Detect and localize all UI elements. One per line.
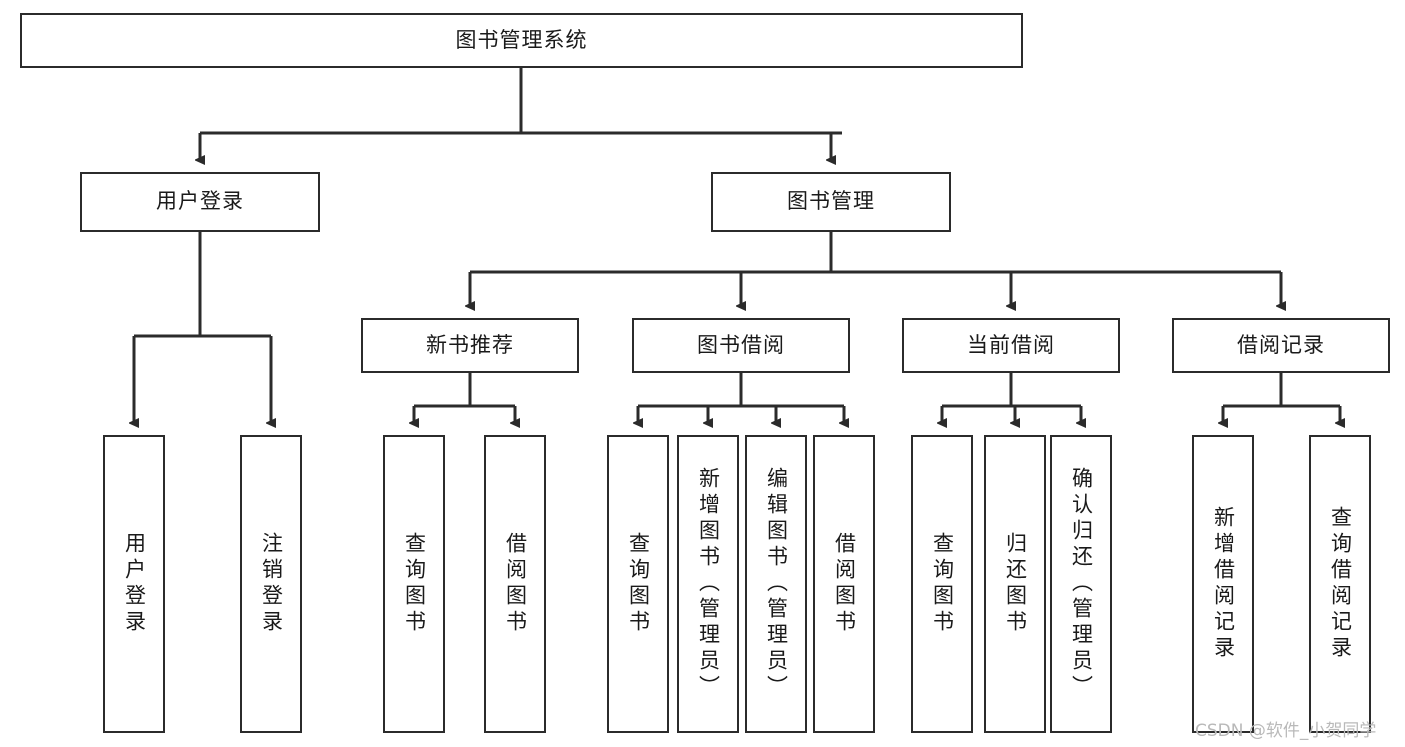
leaf-borrow-query-book[interactable]: 查询图书 <box>607 435 669 733</box>
node-current-borrow-label: 当前借阅 <box>967 332 1055 357</box>
leaf-label: 查询图书 <box>626 532 651 636</box>
node-borrow-record-label: 借阅记录 <box>1237 332 1325 357</box>
csdn-watermark: CSDN @软件_小贺同学 <box>1195 721 1377 741</box>
node-user-login[interactable]: 用户登录 <box>80 172 320 232</box>
node-root[interactable]: 图书管理系统 <box>20 13 1023 68</box>
node-current-borrow[interactable]: 当前借阅 <box>902 318 1120 373</box>
node-book-borrow[interactable]: 图书借阅 <box>632 318 850 373</box>
leaf-label: 编辑图书（管理员） <box>764 467 789 701</box>
node-new-book-recommend-label: 新书推荐 <box>426 332 514 357</box>
leaf-current-confirm-return-admin[interactable]: 确认归还（管理员） <box>1050 435 1112 733</box>
leaf-current-return-book[interactable]: 归还图书 <box>984 435 1046 733</box>
leaf-user-login-signin[interactable]: 用户登录 <box>103 435 165 733</box>
leaf-label: 新增借阅记录 <box>1211 506 1236 662</box>
leaf-borrow-borrow-book[interactable]: 借阅图书 <box>813 435 875 733</box>
node-book-management[interactable]: 图书管理 <box>711 172 951 232</box>
node-root-label: 图书管理系统 <box>455 27 588 52</box>
leaf-user-login-signout[interactable]: 注销登录 <box>240 435 302 733</box>
leaf-label: 用户登录 <box>122 532 147 636</box>
leaf-label: 查询借阅记录 <box>1328 506 1353 662</box>
leaf-new-book-borrow[interactable]: 借阅图书 <box>484 435 546 733</box>
node-book-management-label: 图书管理 <box>787 189 875 214</box>
leaf-label: 注销登录 <box>259 532 284 636</box>
leaf-label: 新增图书（管理员） <box>696 467 721 701</box>
leaf-label: 查询图书 <box>402 532 427 636</box>
node-new-book-recommend[interactable]: 新书推荐 <box>361 318 579 373</box>
node-user-login-label: 用户登录 <box>156 189 244 214</box>
leaf-label: 借阅图书 <box>503 532 528 636</box>
leaf-label: 查询图书 <box>930 532 955 636</box>
leaf-borrow-add-book-admin[interactable]: 新增图书（管理员） <box>677 435 739 733</box>
node-book-borrow-label: 图书借阅 <box>697 332 785 357</box>
leaf-label: 确认归还（管理员） <box>1069 467 1094 701</box>
leaf-record-query[interactable]: 查询借阅记录 <box>1309 435 1371 733</box>
node-borrow-record[interactable]: 借阅记录 <box>1172 318 1390 373</box>
leaf-current-query-book[interactable]: 查询图书 <box>911 435 973 733</box>
leaf-label: 归还图书 <box>1003 532 1028 636</box>
leaf-label: 借阅图书 <box>832 532 857 636</box>
leaf-borrow-edit-book-admin[interactable]: 编辑图书（管理员） <box>745 435 807 733</box>
leaf-record-add[interactable]: 新增借阅记录 <box>1192 435 1254 733</box>
leaf-new-book-query[interactable]: 查询图书 <box>383 435 445 733</box>
